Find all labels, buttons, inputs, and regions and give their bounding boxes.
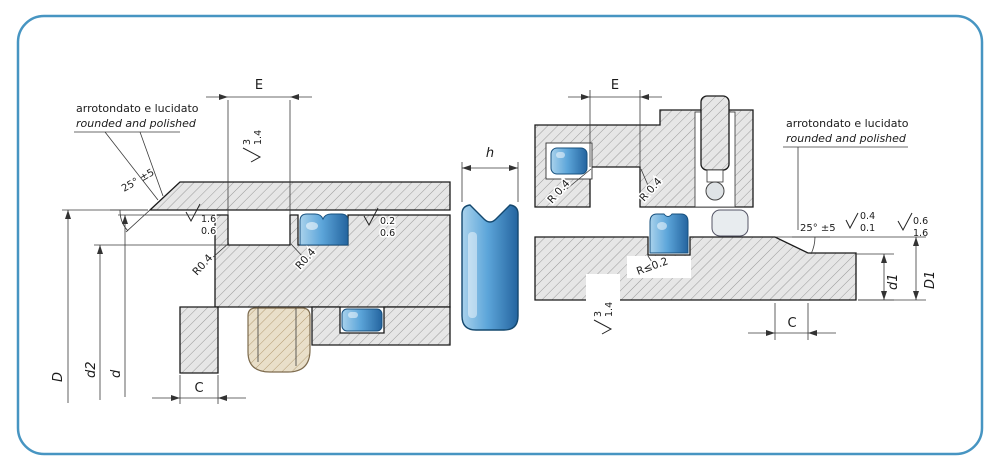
left-E-label: E <box>255 78 263 93</box>
roughness-check-icon <box>593 319 613 335</box>
right-note-english: rounded and polished <box>786 132 907 145</box>
right-radius3-backing <box>627 256 691 278</box>
right-rod-seal-highlight <box>657 222 667 230</box>
left-E-arrow2 <box>290 94 299 100</box>
h-label: h <box>486 146 494 161</box>
right-backup-ring <box>711 209 749 237</box>
left-view: 25° ±5 arrotondato e lucidato rounded an… <box>51 78 451 404</box>
left-flank-roughness-a: 3 <box>242 139 253 145</box>
right-C-arrow2 <box>808 330 817 336</box>
roughness-check-icon <box>242 147 262 163</box>
left-C-arrow1 <box>171 395 180 401</box>
h-arrow1 <box>462 165 471 171</box>
left-radius1-leader <box>202 242 230 267</box>
right-rod-seal <box>649 213 689 254</box>
left-chamfer-extension <box>125 209 151 233</box>
h-arrow2 <box>509 165 518 171</box>
left-d-arrow <box>122 215 128 224</box>
left-hub-section <box>311 306 451 346</box>
left-cylinder-section <box>148 181 451 211</box>
right-plug-ball <box>705 181 725 201</box>
left-C-arrow2 <box>218 395 227 401</box>
left-C-label: C <box>194 381 203 396</box>
right-E-label: E <box>611 78 619 93</box>
right-d1-label: d1 <box>886 273 901 290</box>
left-note-leader1 <box>104 131 159 201</box>
roughness-check-icon <box>845 212 859 230</box>
left-bore-roughness-a: 1.6 <box>201 214 216 225</box>
roughness-check-icon <box>897 212 913 232</box>
right-flank-roughness-a: 3 <box>593 311 604 317</box>
left-seal-highlight <box>306 222 318 230</box>
right-end-roughness-a: 0.4 <box>860 211 875 222</box>
right-angle-label: 25° ±5 <box>800 223 836 234</box>
right-radius3-leader <box>647 255 653 263</box>
right-plug-body <box>700 95 730 171</box>
right-C-arrow1 <box>766 330 775 336</box>
seal-highlight <box>468 232 477 318</box>
right-E-arrow1 <box>581 94 590 100</box>
left-step-section <box>179 306 219 374</box>
left-note-leader2 <box>139 131 164 197</box>
left-flank-roughness: 3 1.4 <box>241 128 266 163</box>
right-plug-neck <box>706 169 724 183</box>
right-E-arrow2 <box>640 94 649 100</box>
right-C-label: C <box>787 316 796 331</box>
right-flank-roughness-b: 1.4 <box>604 302 615 317</box>
left-guide-ring-highlight <box>348 312 358 318</box>
right-wiper-highlight <box>556 152 565 158</box>
left-bore-roughness-b: 0.6 <box>201 226 216 237</box>
left-groove-roughness-b: 0.6 <box>380 228 395 239</box>
roughness-check-icon <box>363 207 379 227</box>
left-note-italian: arrotondato e lucidato <box>76 102 199 115</box>
right-radius1-leader <box>562 168 592 193</box>
left-guide-ring <box>341 308 383 332</box>
left-d2-arrow <box>97 245 103 254</box>
left-flank-roughness-b: 1.4 <box>253 130 264 145</box>
left-seal-cross-section <box>299 213 349 246</box>
right-radius2-leader <box>640 168 651 191</box>
right-flank-roughness-backing <box>586 274 620 338</box>
left-d2-label: d2 <box>84 361 99 378</box>
right-D1-arrow1 <box>913 237 919 246</box>
left-d-label: d <box>109 369 124 378</box>
right-end-roughness-b: 0.1 <box>860 223 875 234</box>
right-view: E R 0.4 R 0.4 R≤0.2 arrotondato e lucida… <box>534 78 938 340</box>
right-d1-arrow2 <box>881 291 887 300</box>
right-D1-arrow2 <box>913 291 919 300</box>
right-wiper-seal <box>550 147 588 175</box>
left-D-arrow <box>65 210 71 219</box>
right-D1-roughness-a: 0.6 <box>913 216 928 227</box>
left-D-label: D <box>51 372 66 382</box>
right-flank-roughness: 3 1.4 <box>592 300 617 335</box>
left-radius2-leader <box>290 243 305 259</box>
left-support-ring <box>247 307 311 373</box>
seal-profile-view: h <box>461 146 519 331</box>
left-groove-roughness-a: 0.2 <box>380 216 395 227</box>
left-note-english: rounded and polished <box>76 117 197 130</box>
right-d1-arrow1 <box>881 254 887 263</box>
right-D1-label: D1 <box>923 271 938 289</box>
seal-cross-section <box>461 204 519 331</box>
left-angle-arc <box>119 209 129 232</box>
right-note-italian: arrotondato e lucidato <box>786 117 909 130</box>
left-E-arrow1 <box>219 94 228 100</box>
